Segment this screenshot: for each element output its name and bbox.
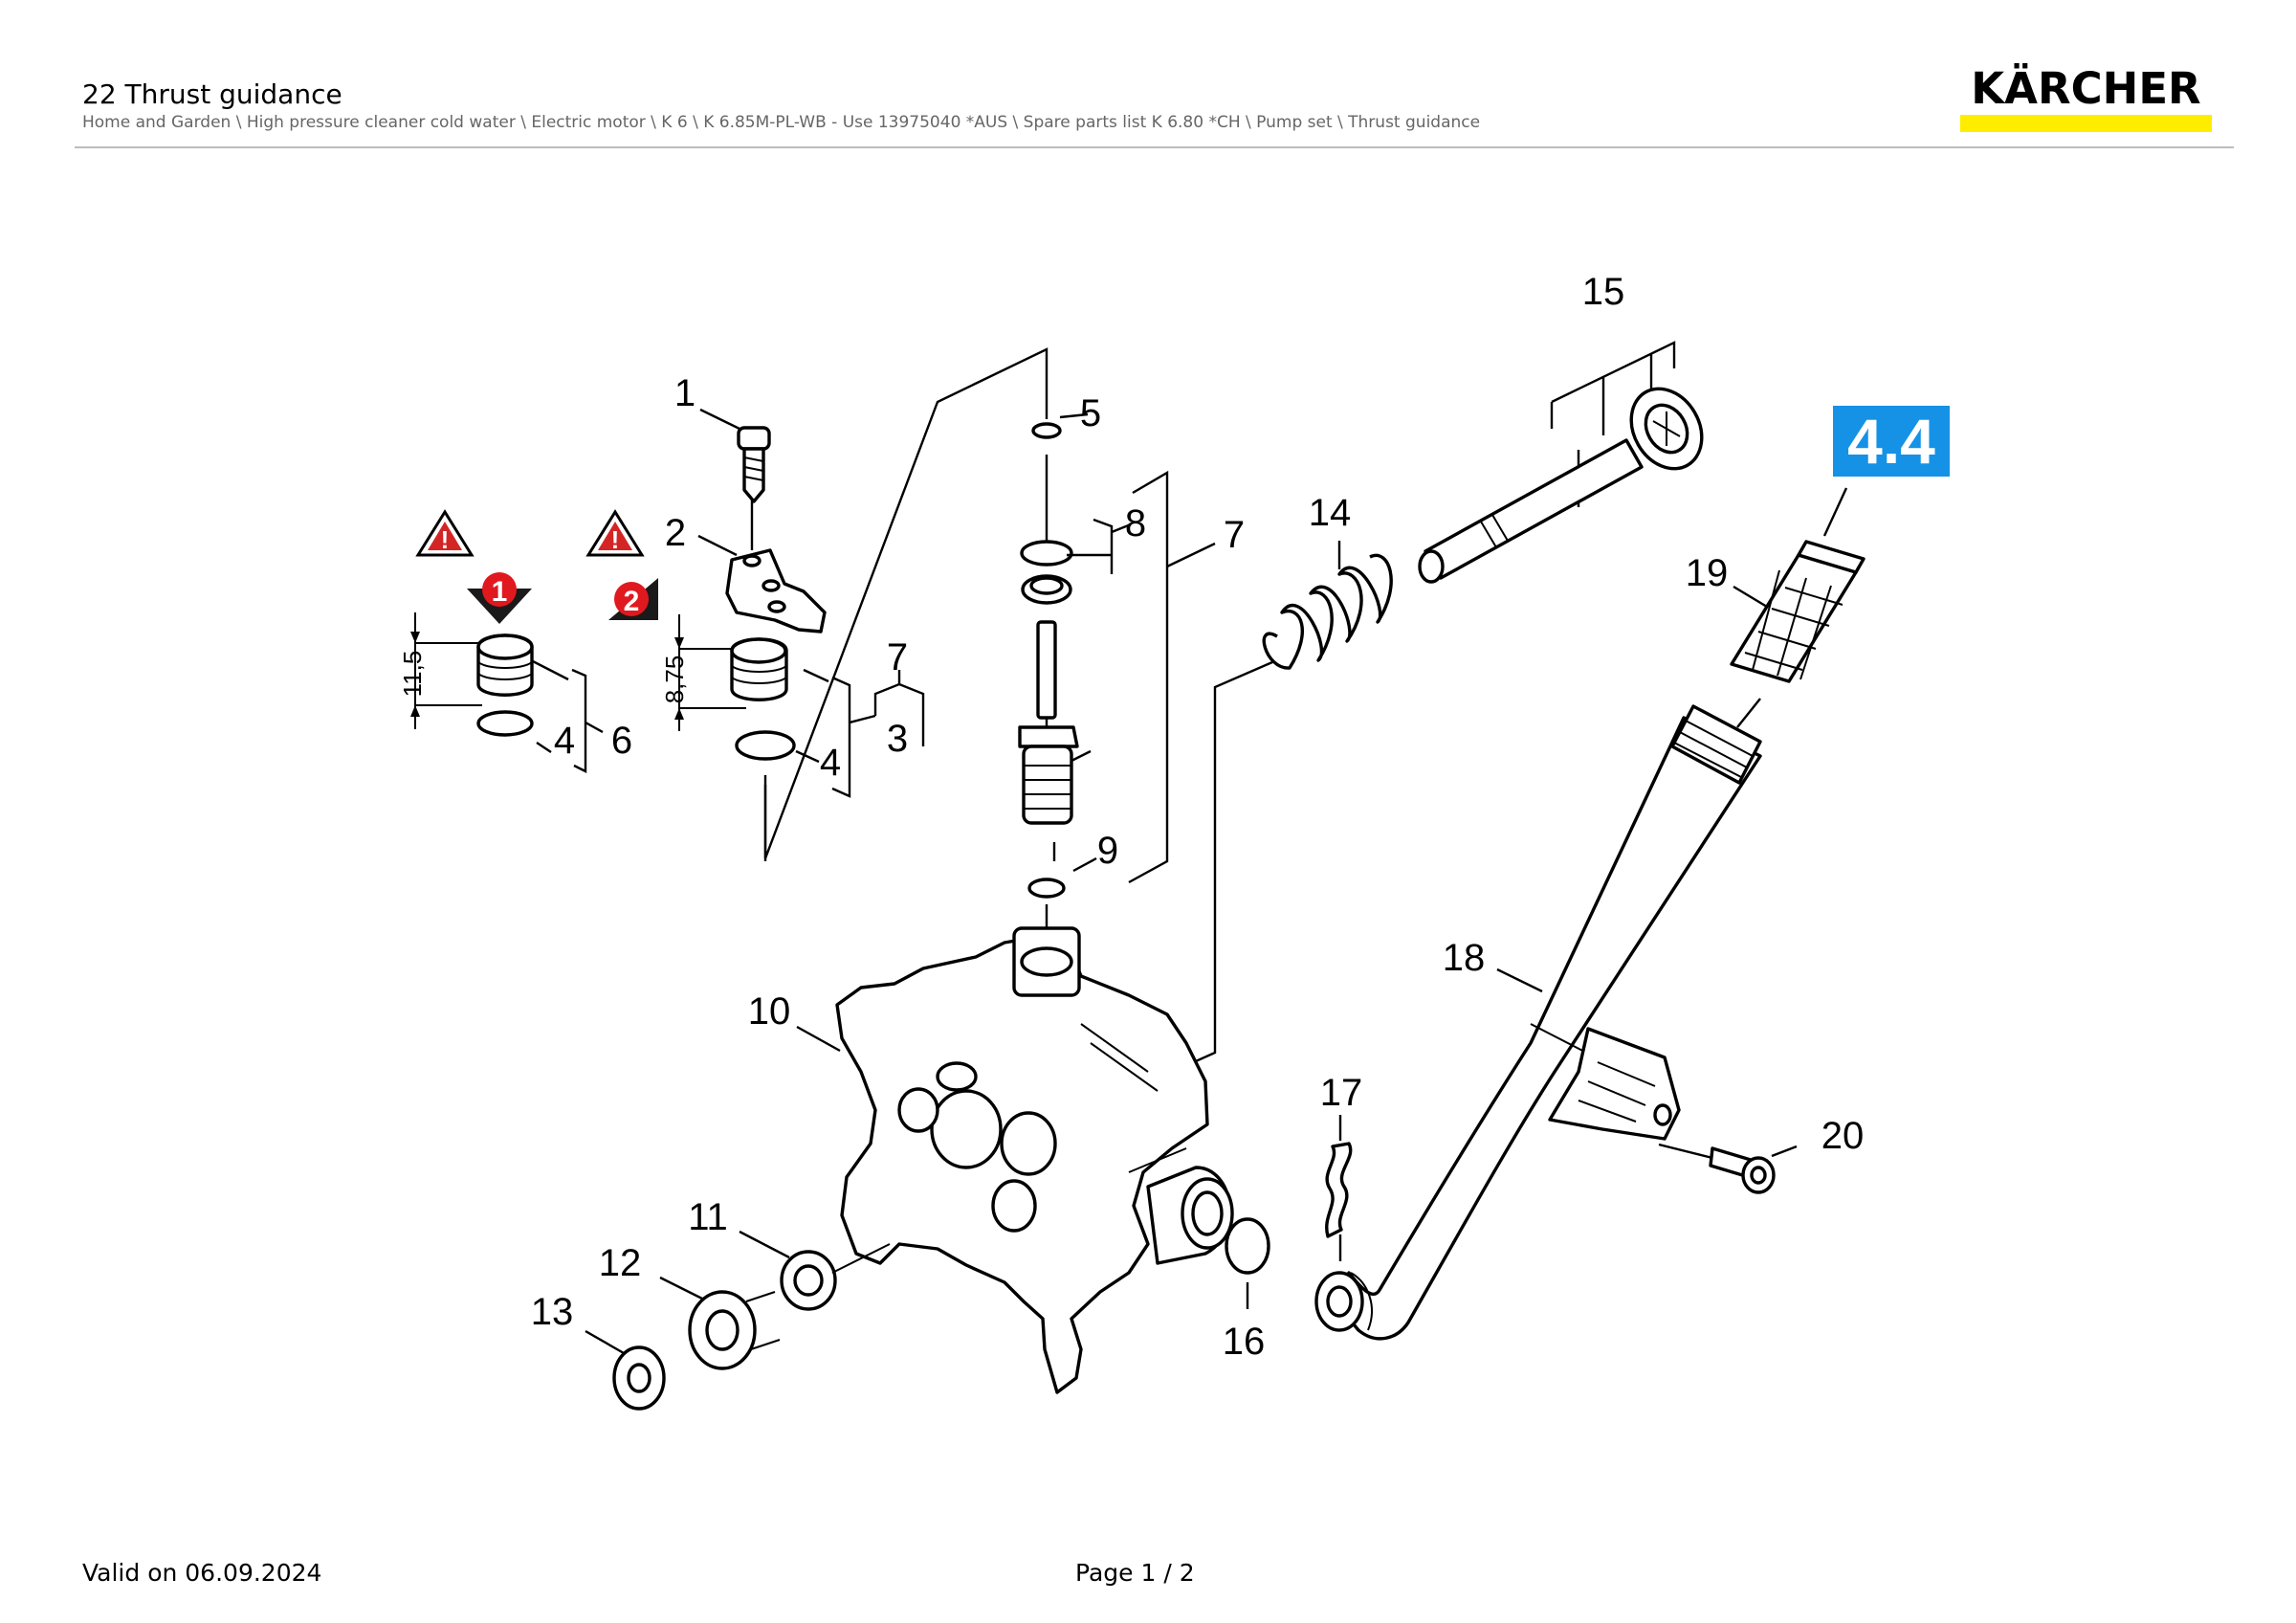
part-2-guide-plate[interactable] <box>725 548 827 634</box>
dimension-marks: 11,5 8,75 <box>398 612 746 731</box>
callout-11: 11 <box>688 1196 728 1238</box>
callout-12: 12 <box>599 1242 642 1284</box>
breadcrumb[interactable]: Home and Garden \ High pressure cleaner … <box>82 113 1481 132</box>
valid-date: Valid on 06.09.2024 <box>82 1559 322 1587</box>
part-3-valve-b[interactable] <box>730 637 796 761</box>
callout-15: 15 <box>1582 271 1625 313</box>
svg-text:!: ! <box>611 525 620 554</box>
part-1-screw[interactable] <box>737 426 771 503</box>
part-10-pump-housing[interactable] <box>835 926 1234 1394</box>
variant-marker-1-label: 1 <box>492 576 508 608</box>
variant-marker-2-icon: 2 <box>608 578 658 620</box>
part-piston-rod[interactable] <box>1018 620 1079 825</box>
reference-badge-label: 4.4 <box>1847 406 1935 477</box>
part-20-screw[interactable] <box>1709 1146 1776 1194</box>
callout-6: 6 <box>611 720 632 762</box>
callout-20: 20 <box>1821 1115 1865 1157</box>
variant-marker-2-label: 2 <box>624 586 640 617</box>
karcher-logo: KÄRCHER <box>1960 63 2212 134</box>
leader-lines <box>530 341 1848 1355</box>
callout-13: 13 <box>531 1291 574 1333</box>
callout-10: 10 <box>748 990 791 1033</box>
callout-7b: 7 <box>1224 514 1245 556</box>
callout-18: 18 <box>1443 937 1486 979</box>
warning-triangle-icon: ! <box>585 509 645 557</box>
part-16-o-ring[interactable] <box>1225 1217 1270 1275</box>
dimension-label-a: 11,5 <box>398 651 427 698</box>
svg-text:!: ! <box>441 525 450 554</box>
logo-yellow-bar <box>1960 115 2212 132</box>
part-5-o-ring[interactable] <box>1031 422 1062 439</box>
callout-2: 2 <box>665 512 686 554</box>
part-17-clip[interactable] <box>1325 1142 1353 1238</box>
part-13-washer[interactable] <box>612 1345 666 1411</box>
reference-badge-4-4[interactable]: 4.4 <box>1833 406 1950 477</box>
callout-8: 8 <box>1125 502 1146 545</box>
callout-1: 1 <box>674 372 695 414</box>
callout-labels: 1 2 7 3 4 6 4 5 8 7 9 10 11 12 13 14 15 … <box>531 271 1865 1363</box>
callout-9: 9 <box>1097 830 1118 872</box>
part-9-o-ring[interactable] <box>1027 878 1066 899</box>
callout-17: 17 <box>1320 1072 1363 1114</box>
callout-16: 16 <box>1223 1321 1266 1363</box>
page-title: 22 Thrust guidance <box>82 78 342 110</box>
part-8-seal-ring[interactable] <box>1020 540 1073 605</box>
part-6-valve-a[interactable] <box>476 634 534 737</box>
callout-19: 19 <box>1686 552 1729 594</box>
callout-4a: 4 <box>554 720 575 762</box>
variant-marker-1-icon: 1 <box>467 572 532 624</box>
callout-14: 14 <box>1309 492 1352 534</box>
header-divider <box>75 146 2234 148</box>
callout-5: 5 <box>1080 392 1101 434</box>
callout-7a: 7 <box>887 636 908 678</box>
page-number: Page 1 / 2 <box>1075 1559 1195 1587</box>
part-15-piston[interactable] <box>1418 376 1715 584</box>
dimension-label-b: 8,75 <box>660 656 689 704</box>
part-19-filter[interactable] <box>1730 540 1866 683</box>
callout-4b: 4 <box>820 742 841 784</box>
part-18-suction-pipe[interactable] <box>1314 704 1762 1341</box>
callout-3: 3 <box>887 718 908 760</box>
logo-text: KÄRCHER <box>1971 63 2201 114</box>
warning-triangle-icon: ! <box>415 509 475 557</box>
part-12-seal[interactable] <box>688 1290 781 1370</box>
part-14-spring[interactable] <box>1262 553 1393 670</box>
part-11-nut[interactable] <box>780 1243 891 1311</box>
